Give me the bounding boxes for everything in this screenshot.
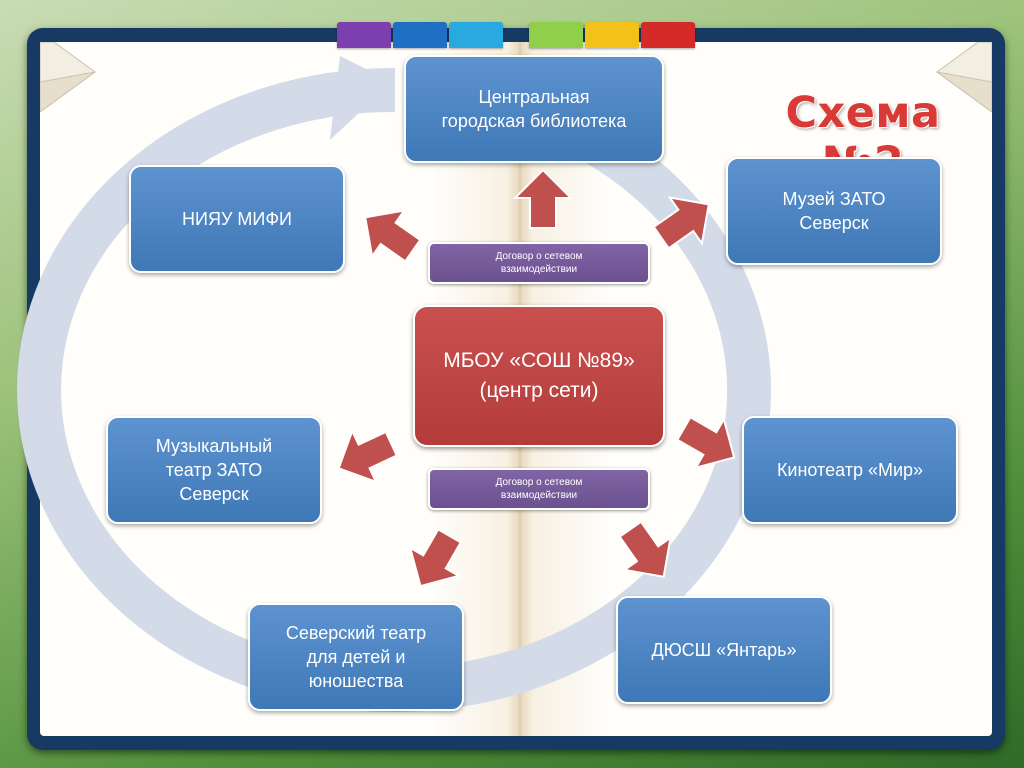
bookmark-tab-red	[641, 22, 695, 48]
bookmark-tab-blue	[393, 22, 447, 48]
node-youth-theatre: Северский театр для детей и юношества	[248, 603, 464, 711]
page-corner-left-icon	[40, 42, 96, 112]
node-museum: Музей ЗАТО Северск	[726, 157, 942, 265]
bookmark-tab-yellow	[585, 22, 639, 48]
arrow-left-icon	[337, 428, 396, 484]
bookmark-tab-purple	[337, 22, 391, 48]
node-mephi: НИЯУ МИФИ	[129, 165, 345, 273]
node-cinema: Кинотеатр «Мир»	[742, 416, 958, 524]
arrow-up-icon	[513, 168, 573, 229]
bookmark-tab-cyan	[449, 22, 503, 48]
arrow-upright-icon	[654, 196, 710, 250]
contract-label-bottom: Договор о сетевом взаимодействии	[428, 468, 650, 510]
node-sports-school: ДЮСШ «Янтарь»	[616, 596, 832, 704]
node-central-library: Центральная городская библиотека	[404, 55, 664, 163]
arrow-downleft-icon	[408, 530, 463, 588]
bookmark-tab-green	[529, 22, 583, 48]
page-corner-right-icon	[936, 42, 992, 112]
cycle-arrowhead-icon	[330, 56, 392, 140]
arrow-downright-icon	[618, 522, 672, 578]
arrow-right-icon	[678, 415, 736, 470]
center-node: МБОУ «СОШ №89» (центр сети)	[413, 305, 665, 447]
node-music-theatre: Музыкальный театр ЗАТО Северск	[106, 416, 322, 524]
contract-label-top: Договор о сетевом взаимодействии	[428, 242, 650, 284]
arrow-upleft-icon	[364, 209, 420, 263]
